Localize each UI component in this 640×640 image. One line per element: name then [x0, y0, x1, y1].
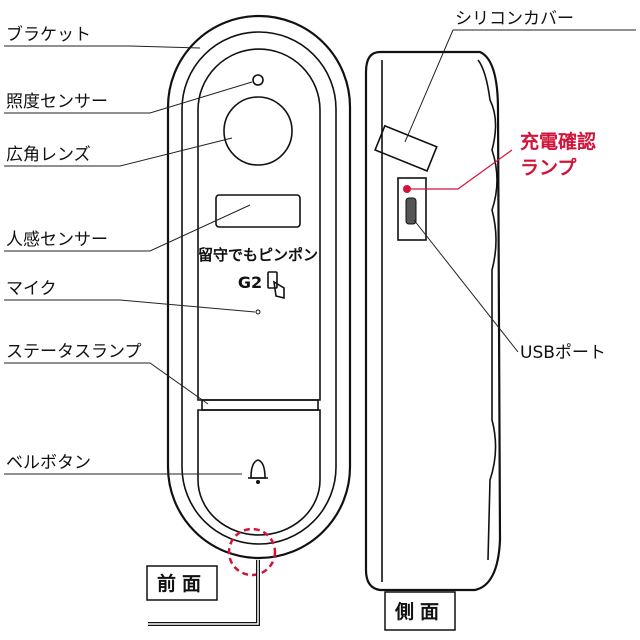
light-sensor — [252, 74, 264, 86]
label-status-lamp: ステータスランプ — [6, 342, 142, 362]
svg-text:側面: 側面 — [394, 601, 445, 623]
side-view-device — [364, 50, 502, 592]
label-silicone-cover: シリコンカバー — [455, 9, 574, 29]
silicone-cover — [374, 124, 438, 172]
wide-angle-lens — [223, 96, 293, 166]
label-charge-lamp-2: ランプ — [520, 156, 577, 179]
microphone — [255, 309, 261, 315]
motion-sensor — [215, 194, 301, 228]
pointing-hand-icon — [267, 271, 285, 300]
front-view-label: 前面 — [146, 565, 218, 601]
screw-highlight — [227, 527, 277, 577]
label-bracket: ブラケット — [6, 24, 91, 45]
svg-text:前面: 前面 — [157, 572, 207, 595]
label-wide-lens: 広角レンズ — [6, 145, 91, 165]
label-motion-sensor: 人感センサー — [6, 230, 108, 250]
label-charge-lamp-1: 充電確認 — [520, 130, 596, 153]
front-callouts: ブラケット 照度センサー 広角レンズ 人感センサー マイク ステータスランプ ベ… — [4, 24, 256, 475]
side-view-label: 側面 — [384, 591, 456, 631]
side-callouts: シリコンカバー 充電確認 ランプ USBポート — [404, 9, 636, 363]
label-usb-port: USBポート — [520, 343, 606, 363]
bell-icon — [248, 459, 268, 484]
label-microphone: マイク — [6, 279, 57, 299]
logo-model: G2 — [238, 273, 262, 292]
usb-port-housing — [397, 177, 427, 241]
label-bell-button: ベルボタン — [6, 453, 91, 473]
logo-text: 留守でもピンポン — [198, 246, 318, 264]
front-view-device: 留守でもピンポン G2 — [148, 14, 352, 626]
usb-port — [405, 197, 417, 225]
bell-button[interactable] — [197, 409, 321, 536]
label-light-sensor: 照度センサー — [6, 92, 108, 112]
charge-lamp — [403, 185, 411, 193]
